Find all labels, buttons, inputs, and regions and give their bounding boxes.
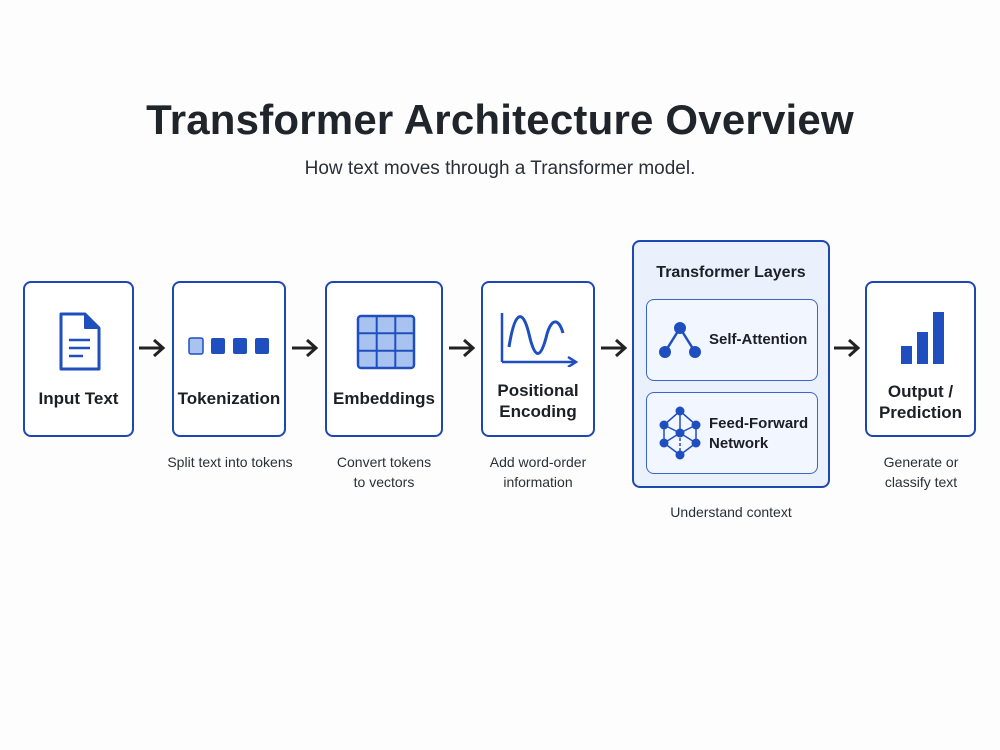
token-squares-icon	[188, 337, 269, 355]
positional-encoding-caption: Add word-order information	[489, 454, 587, 490]
positional-encoding-box: Positional Encoding	[481, 281, 595, 437]
output-prediction-box: Output / Prediction	[865, 281, 976, 437]
attention-graph-icon	[659, 322, 701, 358]
feed-forward-label: Feed-Forward Network	[709, 415, 809, 452]
tokenization-box: Tokenization	[172, 281, 286, 437]
embeddings-label: Embeddings	[332, 389, 435, 408]
arrow-icon	[834, 338, 861, 358]
positional-encoding-label: Positional Encoding	[497, 381, 579, 421]
output-prediction-caption: Generate or classify text	[883, 454, 959, 490]
transformer-layers-panel: Transformer Layers Self-Attention	[632, 240, 830, 488]
feed-forward-box: Feed-Forward Network	[646, 392, 818, 474]
wave-chart-icon	[500, 313, 579, 367]
page-title: Transformer Architecture Overview	[146, 96, 854, 143]
arrow-icon	[292, 338, 319, 358]
bar-chart-icon	[901, 312, 944, 364]
input-text-box: Input Text	[23, 281, 134, 437]
arrow-icon	[601, 338, 628, 358]
document-icon	[59, 312, 101, 371]
arrow-icon	[139, 338, 166, 358]
output-prediction-label: Output / Prediction	[878, 382, 963, 422]
transformer-layers-title: Transformer Layers	[656, 264, 806, 281]
embeddings-box: Embeddings	[325, 281, 443, 437]
tokenization-label: Tokenization	[177, 389, 281, 408]
neural-network-icon	[659, 406, 701, 460]
self-attention-box: Self-Attention	[646, 299, 818, 381]
tokenization-caption: Split text into tokens	[167, 454, 293, 470]
transformer-layers-caption: Understand context	[670, 504, 792, 520]
arrow-icon	[449, 338, 476, 358]
page-subtitle: How text moves through a Transformer mod…	[304, 158, 696, 179]
self-attention-label: Self-Attention	[709, 331, 808, 348]
grid-icon	[356, 314, 416, 370]
input-text-label: Input Text	[38, 389, 119, 408]
embeddings-caption: Convert tokens to vectors	[336, 454, 432, 490]
